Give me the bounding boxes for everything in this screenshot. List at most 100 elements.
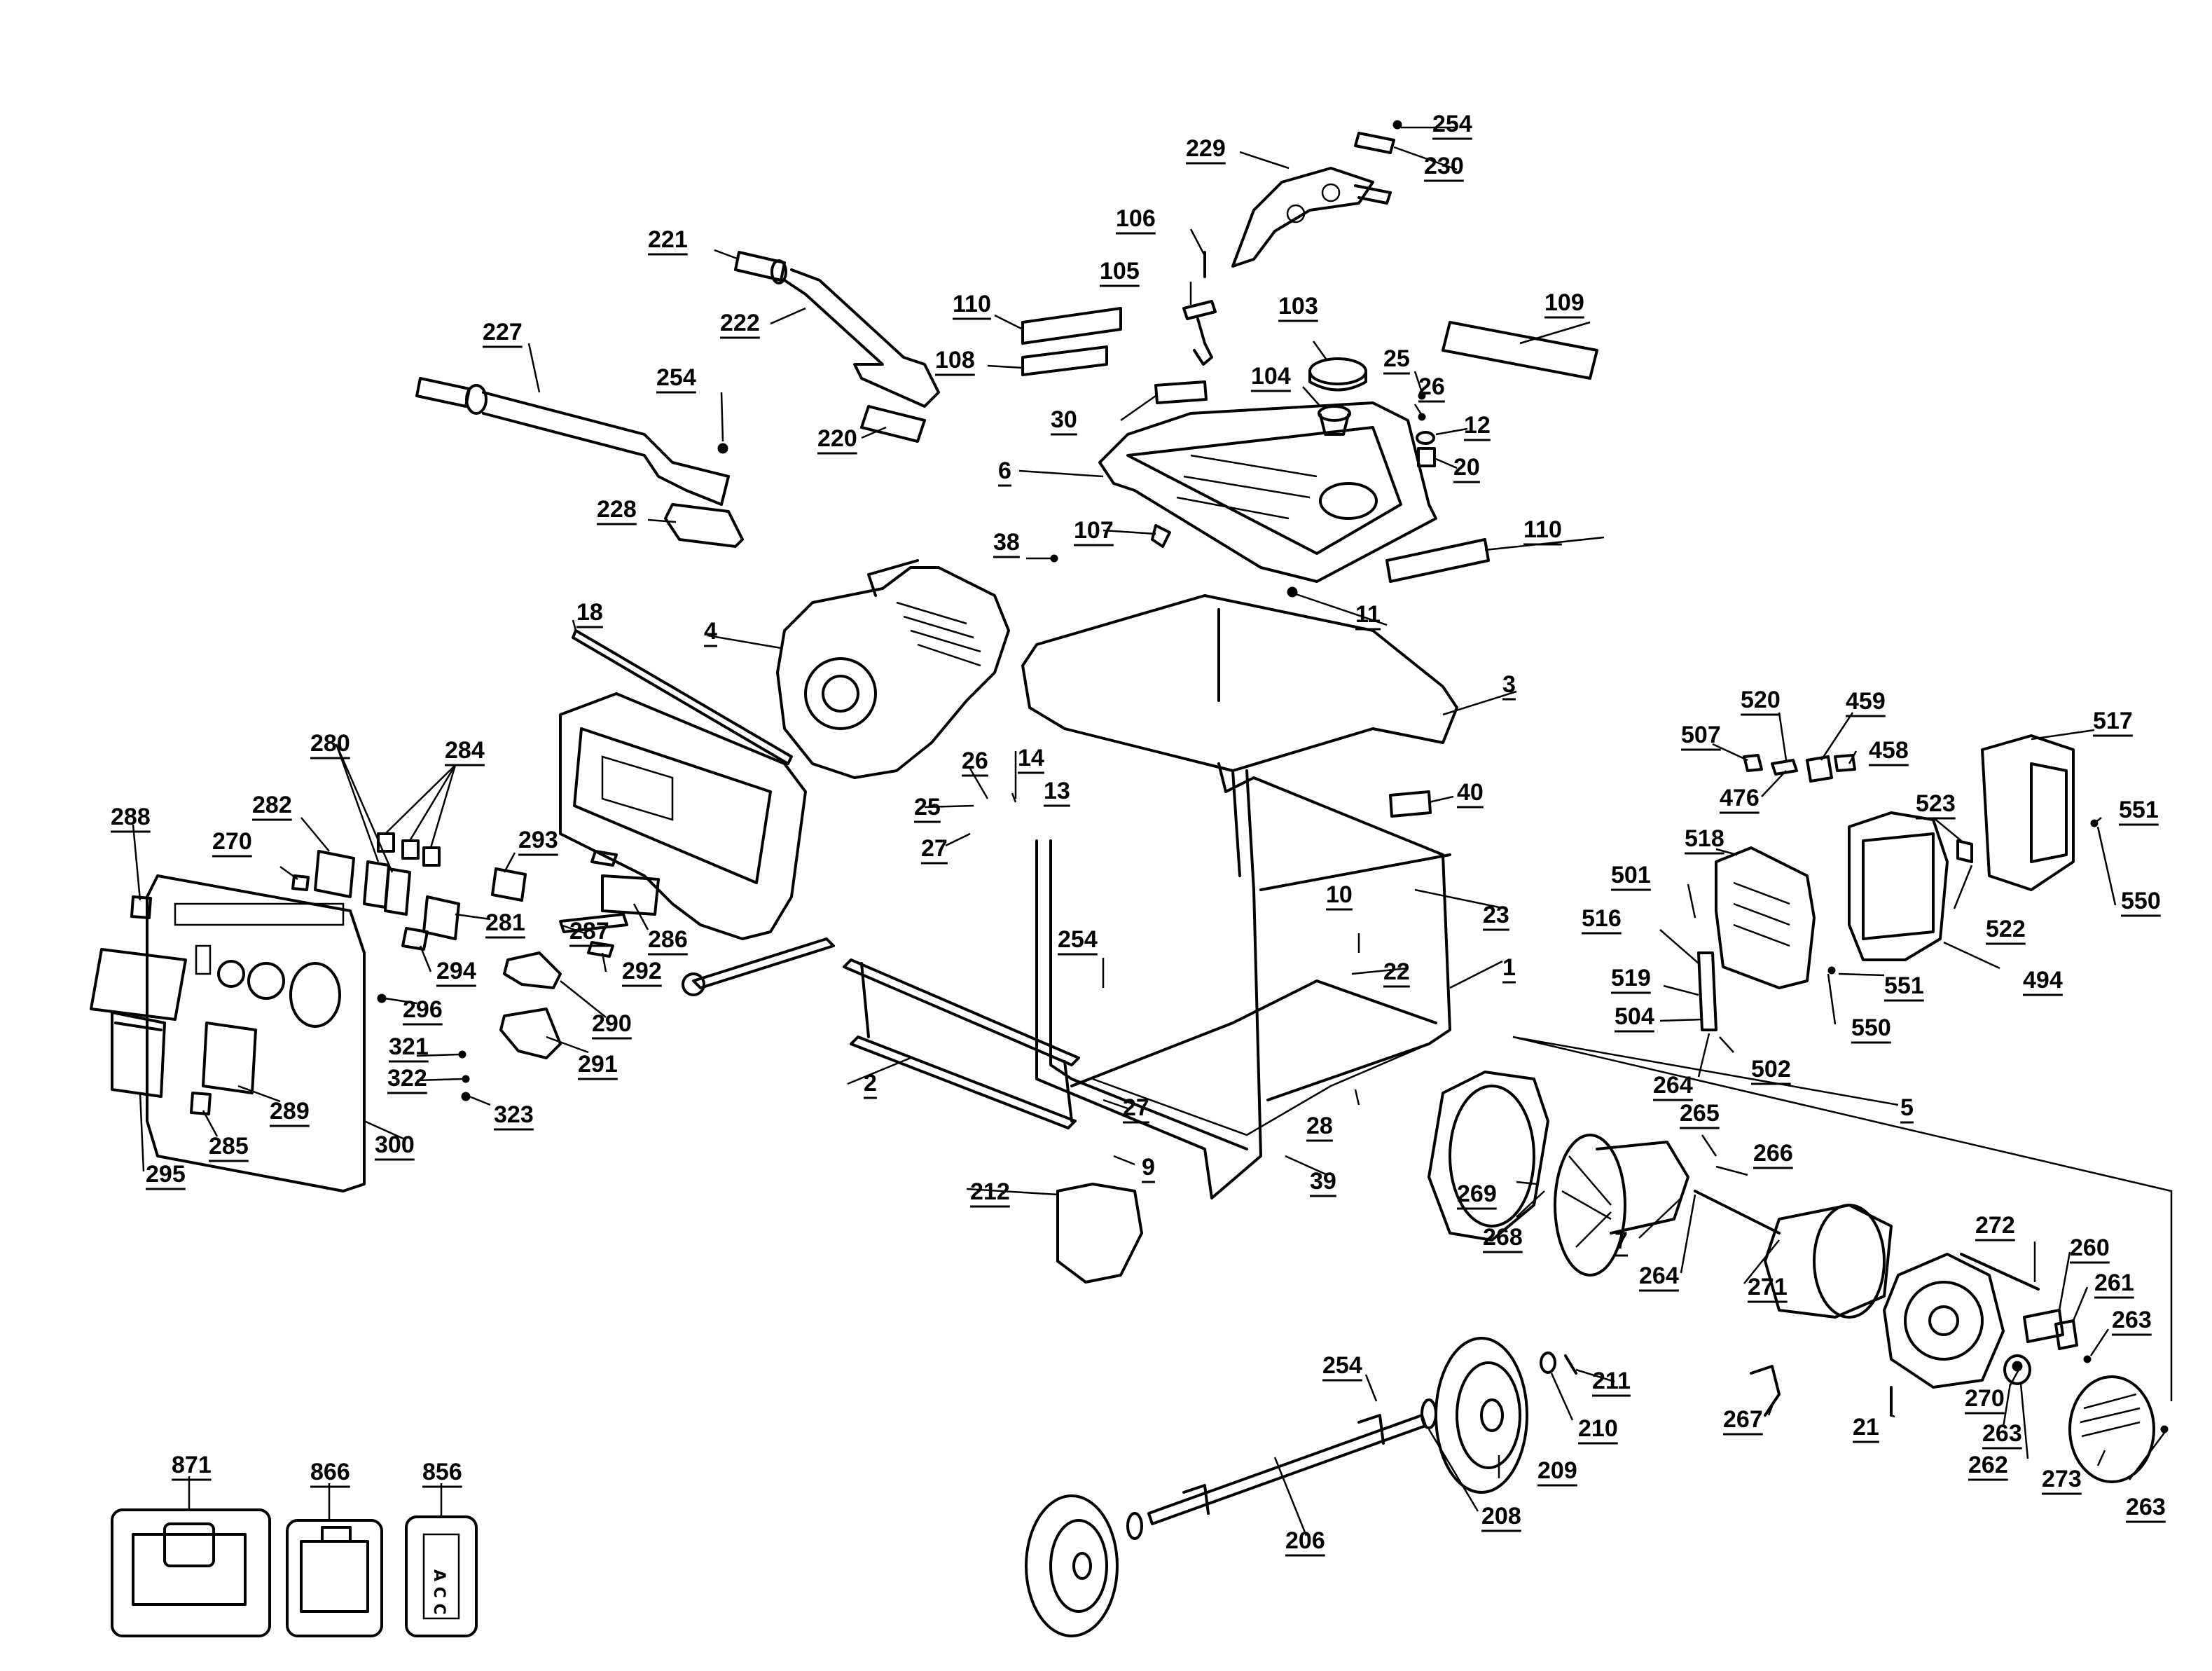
part-label-866: 866	[310, 1459, 350, 1485]
part-label-14: 14	[1018, 745, 1044, 771]
gasket-459	[1806, 755, 1833, 783]
part-label-4: 4	[704, 618, 717, 645]
receptacle-281	[422, 895, 460, 940]
switch-294	[401, 927, 429, 951]
part-label-517: 517	[2093, 708, 2133, 734]
module-286	[601, 874, 660, 916]
part-label-210: 210	[1578, 1415, 1618, 1442]
part-label-300: 300	[375, 1132, 415, 1158]
part-label-856: 856	[422, 1459, 462, 1485]
part-label-271: 271	[1748, 1274, 1788, 1300]
part-label-551: 551	[2119, 797, 2159, 823]
cover-291	[499, 1008, 562, 1059]
part-label-281: 281	[485, 909, 525, 936]
part-label-6: 6	[998, 458, 1011, 484]
part-label-103: 103	[1278, 293, 1318, 319]
cable-287	[559, 913, 628, 933]
engine-4	[776, 559, 1010, 779]
control-panel-300	[146, 874, 366, 1192]
part-label-295: 295	[146, 1161, 186, 1188]
decal-108	[1021, 345, 1108, 376]
part-label-26: 26	[962, 748, 988, 774]
bracket-2	[843, 958, 1080, 1129]
bolt-271	[1694, 1190, 1781, 1235]
part-label-212: 212	[970, 1178, 1010, 1205]
washer-front	[1126, 1512, 1143, 1540]
battery-charger-icon	[111, 1508, 271, 1637]
cover-290	[503, 951, 562, 989]
part-label-211: 211	[1592, 1368, 1631, 1394]
screw-254-top	[1392, 120, 1402, 130]
part-label-270: 270	[212, 828, 252, 855]
part-label-518: 518	[1685, 825, 1724, 852]
part-label-476: 476	[1720, 785, 1760, 811]
part-label-504: 504	[1615, 1003, 1654, 1030]
part-label-228: 228	[597, 496, 637, 523]
part-label-222: 222	[720, 310, 760, 336]
part-label-106: 106	[1116, 205, 1156, 232]
decal-110-lower	[1385, 538, 1490, 583]
part-label-227: 227	[483, 319, 523, 345]
part-label-294: 294	[436, 958, 476, 984]
part-label-264: 264	[1653, 1072, 1693, 1099]
part-label-105: 105	[1100, 258, 1140, 284]
part-label-9: 9	[1142, 1154, 1155, 1181]
part-label-30: 30	[1051, 406, 1077, 433]
part-label-27: 27	[1123, 1094, 1149, 1121]
part-label-871: 871	[172, 1452, 212, 1478]
part-label-11: 11	[1355, 601, 1381, 628]
breaker-285	[190, 1092, 212, 1115]
grommet-12	[1416, 431, 1435, 445]
gasket-507	[1743, 754, 1763, 772]
part-label-28: 28	[1306, 1113, 1333, 1139]
screw-321	[458, 1050, 466, 1059]
bearing-262	[2003, 1354, 2031, 1385]
part-label-110: 110	[1523, 516, 1562, 543]
battery-pack-icon	[286, 1519, 383, 1637]
part-label-516: 516	[1582, 905, 1622, 932]
part-label-39: 39	[1310, 1168, 1336, 1195]
end-bell	[1883, 1253, 2005, 1389]
decal-30	[1154, 380, 1208, 404]
part-label-280: 280	[310, 730, 350, 757]
part-label-285: 285	[209, 1133, 249, 1160]
part-label-287: 287	[569, 918, 609, 944]
washer-208	[1420, 1398, 1437, 1429]
part-label-25: 25	[914, 794, 941, 820]
wheel-209	[1435, 1337, 1528, 1494]
clip-230	[1354, 132, 1395, 154]
nut-11	[1287, 586, 1298, 598]
brush-260	[2023, 1309, 2064, 1343]
switch-288	[130, 895, 152, 919]
part-label-282: 282	[252, 792, 292, 818]
accessory-card-icon: A C C	[405, 1515, 478, 1637]
part-label-40: 40	[1457, 779, 1484, 806]
rod-272	[1960, 1253, 2040, 1291]
part-label-323: 323	[494, 1101, 534, 1128]
part-label-10: 10	[1326, 881, 1353, 908]
screw-38	[1050, 554, 1058, 563]
outlet-cover-295	[111, 1011, 166, 1098]
switch-293	[491, 867, 527, 902]
part-label-290: 290	[592, 1010, 632, 1037]
handle-227	[415, 377, 730, 506]
petcock-107	[1151, 524, 1171, 548]
part-label-254: 254	[1432, 111, 1472, 137]
part-label-263: 263	[2126, 1494, 2166, 1520]
part-label-523: 523	[1916, 790, 1956, 817]
muffler-shield-518	[1715, 846, 1816, 989]
muffler-494	[1848, 811, 1949, 961]
label-underlines	[111, 137, 2166, 1557]
axle-206	[1147, 1414, 1427, 1525]
part-label-268: 268	[1483, 1224, 1523, 1251]
part-label-459: 459	[1846, 688, 1886, 715]
part-label-38: 38	[993, 529, 1020, 556]
part-label-1: 1	[1502, 954, 1516, 981]
part-label-494: 494	[2023, 967, 2063, 993]
wire-harness	[692, 937, 835, 989]
part-label-220: 220	[817, 425, 857, 452]
part-label-292: 292	[622, 958, 662, 984]
stator-housing	[1764, 1204, 1893, 1319]
part-label-507: 507	[1681, 722, 1721, 748]
part-label-208: 208	[1481, 1503, 1521, 1529]
